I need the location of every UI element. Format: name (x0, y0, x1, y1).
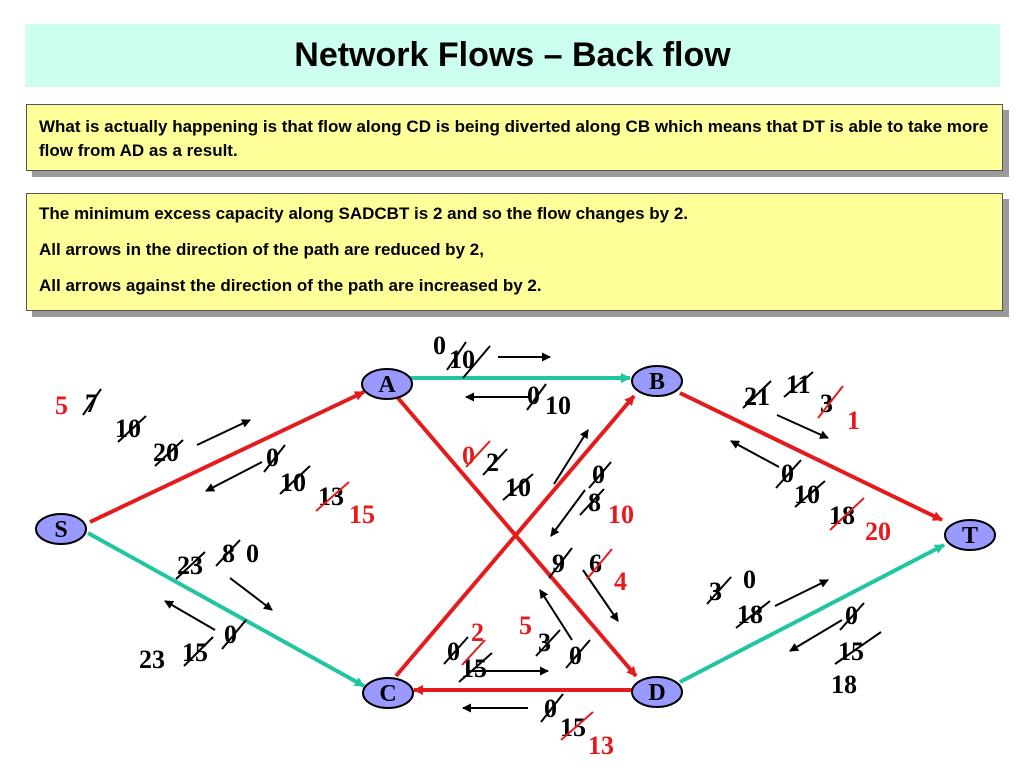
title-bar: Network Flows – Back flow (25, 24, 1000, 87)
rule-line-3: All arrows against the direction of the … (39, 276, 542, 296)
label-AD-9: 9 (552, 549, 565, 578)
node-D: D (631, 676, 683, 708)
label-DT-back-18: 18 (831, 670, 857, 699)
label-AB-back-0: 0 (527, 381, 540, 410)
strike-marks (82, 341, 882, 723)
rule-line-2: All arrows in the direction of the path … (39, 240, 484, 260)
node-B: B (631, 365, 683, 397)
label-SC-0: 0 (246, 539, 259, 568)
edge-SA (89, 390, 365, 524)
label-SA-10: 10 (115, 414, 141, 443)
label-CB-0: 0 (462, 441, 475, 470)
label-BT-back-0: 0 (781, 459, 794, 488)
node-A-label: A (378, 372, 396, 398)
label-CB-back-0: 0 (592, 460, 605, 489)
arrow-SA-back (205, 461, 263, 492)
node-A: A (361, 368, 413, 400)
node-C: C (362, 677, 414, 709)
label-DC-back-13: 13 (588, 731, 614, 760)
edge-BT (679, 391, 943, 522)
label-AD-back-5: 5 (519, 611, 532, 640)
strike-marks-red (315, 385, 865, 741)
rule-line-1: The minimum excess capacity along SADCBT… (39, 204, 689, 223)
label-DT-0: 0 (743, 565, 756, 594)
arrow-BT-back (730, 440, 780, 468)
node-S-label: S (54, 517, 67, 543)
label-BT-back-18: 18 (829, 501, 855, 530)
explanation-text: What is actually happening is that flow … (39, 117, 989, 161)
arrow-BT-fwd (776, 414, 829, 439)
node-S: S (35, 513, 87, 545)
node-C-label: C (379, 681, 396, 707)
label-DT-3: 3 (709, 577, 722, 606)
edge-CB (394, 394, 636, 678)
label-AD-4: 4 (614, 567, 627, 596)
label-SA-20: 20 (153, 438, 179, 467)
label-DC-2: 2 (471, 618, 484, 647)
rules-note: The minimum excess capacity along SADCBT… (26, 193, 1003, 311)
node-B-label: B (649, 369, 665, 395)
arrow-AD-fwd (582, 569, 619, 622)
label-DT-back-0: 0 (845, 601, 858, 630)
label-BT-1: 1 (847, 406, 860, 435)
flow-direction-arrows (164, 352, 843, 713)
label-AB-back-10: 10 (545, 391, 571, 420)
arrow-CB-fwd (553, 429, 589, 485)
label-DT-back-15: 15 (838, 637, 864, 666)
label-CB-back-10: 10 (608, 500, 634, 529)
label-CB-2: 2 (486, 448, 499, 477)
arrow-SC-fwd (229, 577, 273, 611)
arrow-DT-fwd (774, 579, 829, 607)
edge-SC (87, 531, 365, 688)
label-SC-back-15: 15 (182, 638, 208, 667)
label-SC-back-23: 23 (139, 645, 165, 674)
label-SA-back-15: 15 (349, 500, 375, 529)
label-CB-back-8: 8 (588, 488, 601, 517)
arrow-CB-back (550, 489, 586, 537)
edge-DT (679, 543, 945, 684)
label-DC-0: 0 (447, 637, 460, 666)
arrow-AD-back (539, 589, 573, 641)
arrow-DT-back (789, 619, 843, 652)
label-SA-5: 5 (55, 391, 68, 420)
explanation-note: What is actually happening is that flow … (26, 104, 1003, 171)
node-T: T (944, 519, 996, 551)
arrow-SC-back (164, 600, 216, 631)
edge-AD (396, 396, 638, 678)
label-AB-fwd-0: 0 (433, 331, 446, 360)
node-T-label: T (962, 523, 978, 549)
arrow-SA-fwd (196, 419, 251, 446)
label-BT-back-20: 20 (865, 517, 891, 546)
page-title: Network Flows – Back flow (294, 36, 731, 74)
label-AD-6: 6 (589, 549, 602, 578)
node-D-label: D (648, 680, 665, 706)
